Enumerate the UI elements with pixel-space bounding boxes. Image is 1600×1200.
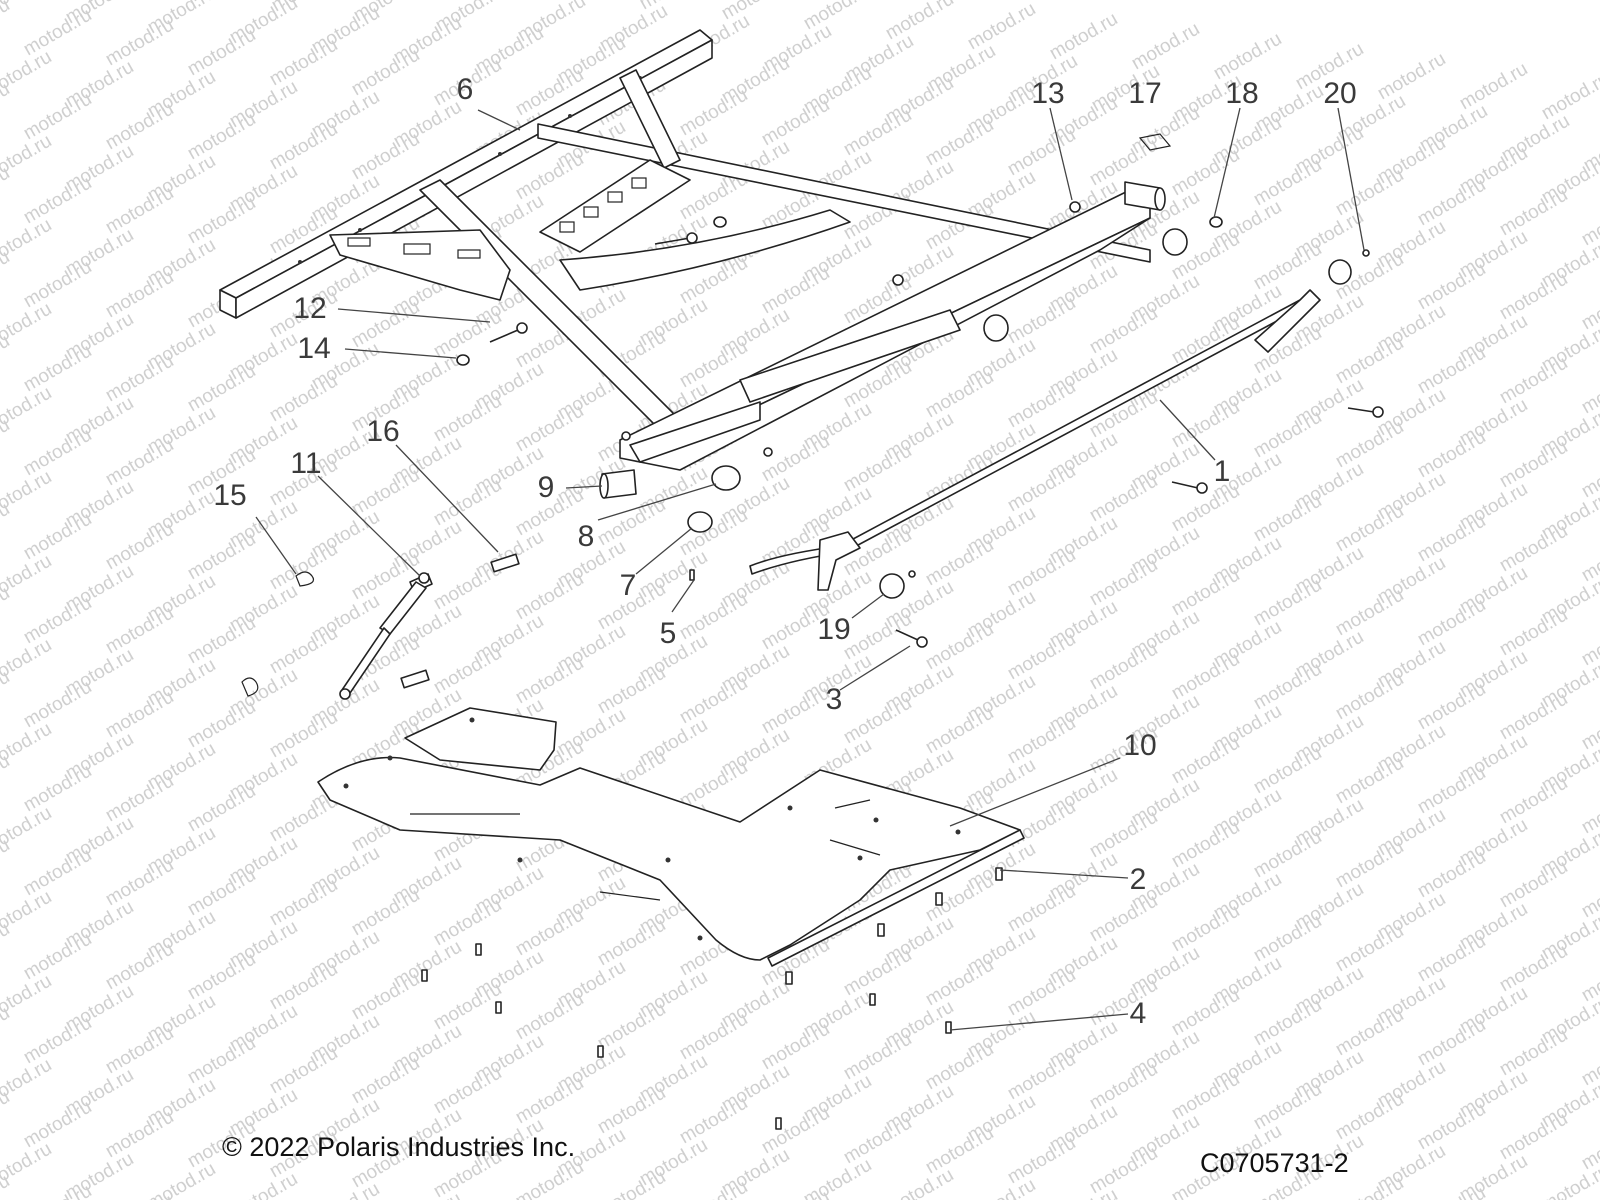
callout-2: 2 [1129, 863, 1147, 896]
callout-9: 9 [537, 471, 555, 504]
push-fasteners [421, 569, 1003, 1130]
callout-12: 12 [293, 292, 327, 325]
drawing-code: C0705731-2 [1200, 1148, 1349, 1178]
callout-3: 3 [825, 683, 843, 716]
callout-8: 8 [577, 520, 595, 553]
bushing-parts [599, 228, 1352, 599]
callout-16: 16 [366, 415, 400, 448]
bolt-parts [456, 201, 1384, 648]
callout-4: 4 [1129, 997, 1147, 1030]
callout-7: 7 [619, 569, 637, 602]
callout-1: 1 [1213, 455, 1231, 488]
lever-rod-1 [749, 289, 1321, 591]
callout-14: 14 [297, 332, 331, 365]
copyright-notice: © 2022 Polaris Industries Inc. [222, 1132, 576, 1162]
callout-20: 20 [1323, 77, 1357, 110]
callout-19: 19 [817, 613, 851, 646]
callout-15: 15 [213, 479, 247, 512]
callout-11: 11 [290, 447, 322, 480]
callout-17: 17 [1128, 77, 1162, 110]
frame-assembly [329, 69, 1166, 471]
callout-10: 10 [1123, 729, 1157, 762]
skid-plate-10 [317, 707, 1025, 967]
callout-6: 6 [456, 73, 474, 106]
callout-13: 13 [1031, 77, 1065, 110]
callout-5: 5 [659, 617, 677, 650]
leader-lines [255, 107, 1365, 1031]
callout-18: 18 [1225, 77, 1259, 110]
gas-strut-11 [241, 133, 1172, 700]
